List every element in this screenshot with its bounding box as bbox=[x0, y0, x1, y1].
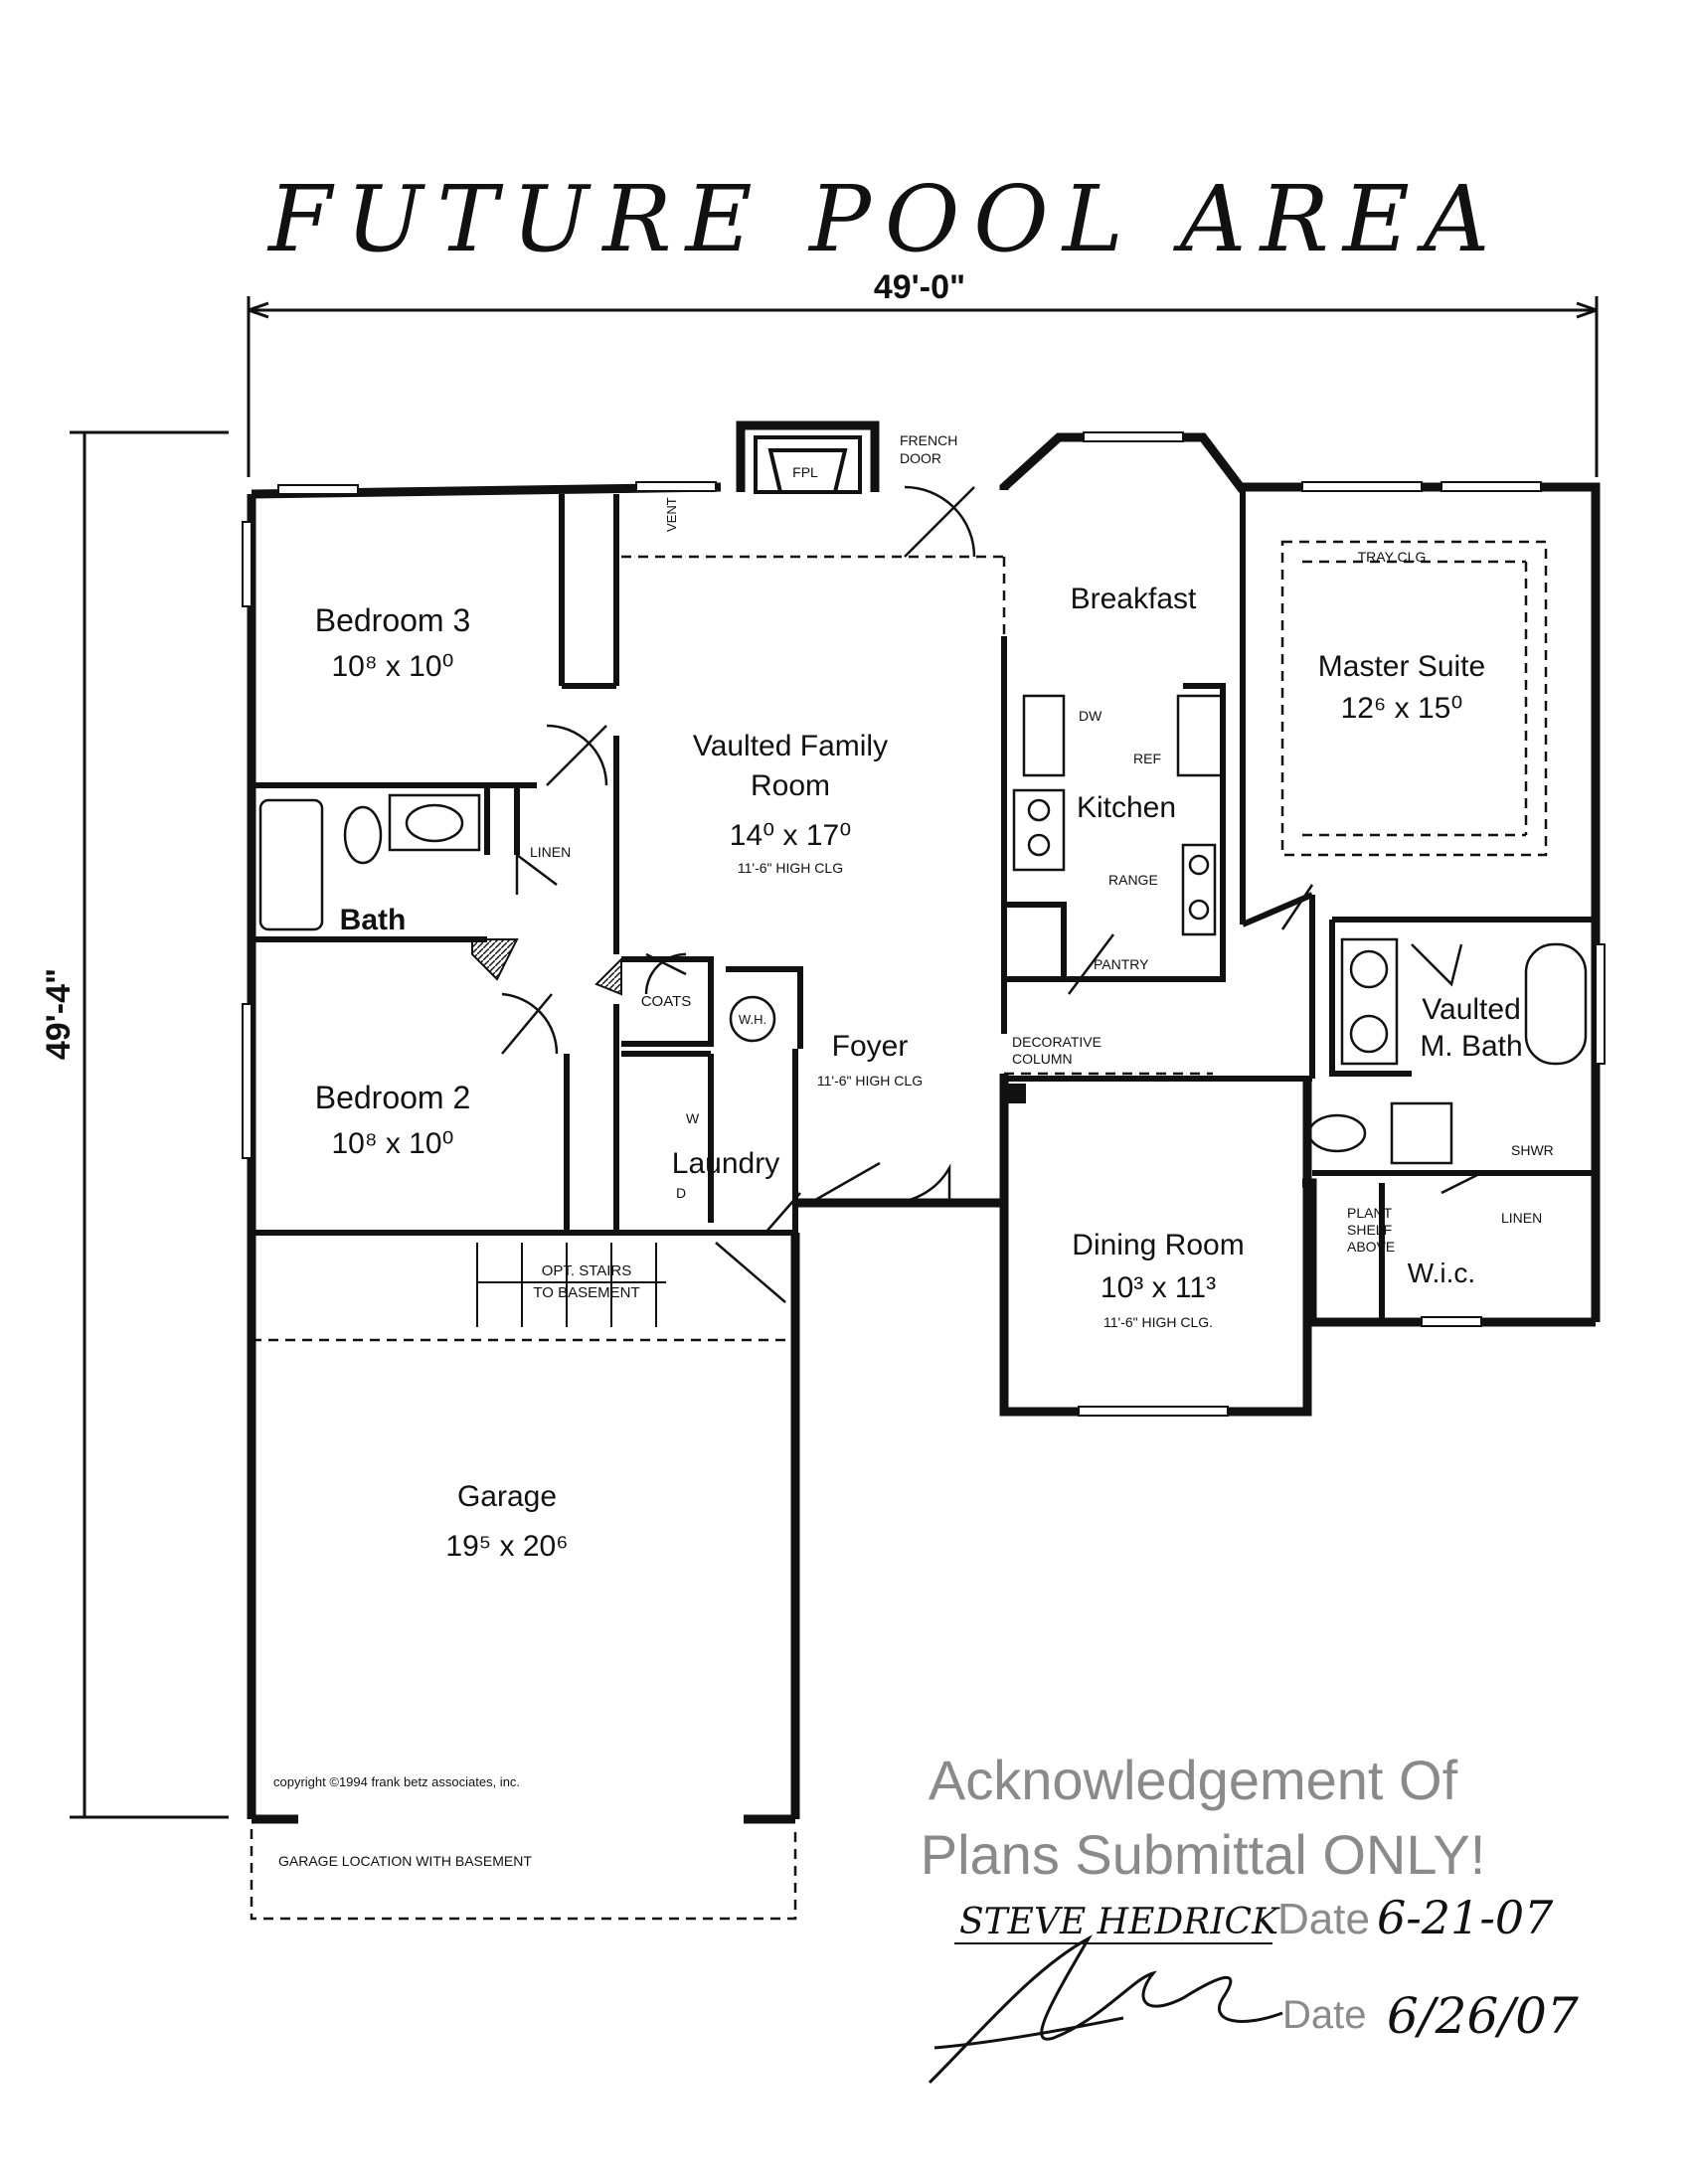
handwritten-signature bbox=[928, 1934, 1283, 2085]
stamp-date-label-2: Date bbox=[1282, 1993, 1367, 2037]
dining-room-ceiling: 11'-6" HIGH CLG. bbox=[1103, 1314, 1213, 1330]
opt-stairs-label-1: OPT. STAIRS bbox=[542, 1262, 632, 1279]
bedroom2-size: 10⁸ x 10⁰ bbox=[331, 1127, 453, 1160]
laundry-dryer-label: D bbox=[676, 1185, 686, 1201]
stamp-line-2: Plans Submittal ONLY! bbox=[921, 1823, 1486, 1886]
decorative-column bbox=[1006, 1084, 1026, 1103]
wic-plant-shelf-2: SHELF bbox=[1347, 1222, 1392, 1238]
dining-room-size: 10³ x 11³ bbox=[1101, 1271, 1216, 1304]
basement-stairs bbox=[476, 1243, 666, 1327]
bath-name: Bath bbox=[340, 904, 407, 936]
master-suite-tray-label: TRAY CLG bbox=[1358, 549, 1427, 565]
bedroom3-size: 10⁸ x 10⁰ bbox=[331, 650, 453, 683]
opt-stairs-label-2: TO BASEMENT bbox=[533, 1284, 639, 1301]
vent-label: VENT bbox=[664, 497, 679, 532]
french-door-label-2: DOOR bbox=[900, 450, 941, 466]
french-door bbox=[904, 485, 976, 558]
stamp-date-2: 6/26/07 bbox=[1387, 1987, 1579, 2045]
depth-dimension-label: 49'-4" bbox=[40, 968, 78, 1060]
stamp-line-1: Acknowledgement Of bbox=[929, 1749, 1458, 1811]
decorative-column-label-1: DECORATIVE bbox=[1012, 1034, 1101, 1050]
interior-walls bbox=[252, 490, 1596, 1322]
family-room-name-1: Vaulted Family bbox=[693, 730, 888, 762]
dining-room-name: Dining Room bbox=[1072, 1229, 1244, 1261]
wic-plant-shelf-3: ABOVE bbox=[1347, 1239, 1395, 1255]
handwritten-title: FUTURE POOL AREA bbox=[266, 166, 1503, 272]
stamp-date-1: 6-21-07 bbox=[1377, 1891, 1554, 1944]
master-bath-linen-label: LINEN bbox=[1501, 1210, 1542, 1226]
family-room-name-2: Room bbox=[751, 769, 830, 802]
kitchen-name: Kitchen bbox=[1077, 791, 1176, 824]
kitchen-dw-label: DW bbox=[1079, 708, 1102, 724]
kitchen-range-label: RANGE bbox=[1108, 872, 1158, 888]
stamp-date-label-1: Date bbox=[1277, 1895, 1370, 1943]
dashed-openings bbox=[250, 540, 1548, 1921]
decorative-column-label-2: COLUMN bbox=[1012, 1051, 1073, 1067]
foyer-name: Foyer bbox=[832, 1030, 909, 1063]
bedroom2-name: Bedroom 2 bbox=[315, 1080, 471, 1115]
laundry-name: Laundry bbox=[672, 1147, 779, 1180]
water-heater-label: W.H. bbox=[739, 1012, 766, 1027]
bedroom3-name: Bedroom 3 bbox=[315, 602, 471, 638]
wic-name: W.i.c. bbox=[1408, 1258, 1475, 1288]
family-room-ceiling: 11'-6" HIGH CLG bbox=[738, 860, 843, 876]
garage-size: 19⁵ x 20⁶ bbox=[445, 1530, 568, 1563]
master-bath-name-1: Vaulted bbox=[1422, 993, 1521, 1026]
laundry-washer-label: W bbox=[686, 1110, 700, 1126]
master-suite-size: 12⁶ x 15⁰ bbox=[1341, 692, 1463, 725]
wic-plant-shelf-1: PLANT bbox=[1347, 1205, 1393, 1221]
breakfast-name: Breakfast bbox=[1071, 583, 1197, 615]
copyright-note: copyright ©1994 frank betz associates, i… bbox=[273, 1774, 520, 1789]
hatched-walls bbox=[471, 938, 622, 996]
kitchen-pantry-label: PANTRY bbox=[1094, 956, 1149, 972]
depth-dimension-line bbox=[70, 430, 229, 1819]
french-door-label-1: FRENCH bbox=[900, 432, 957, 448]
master-suite-name: Master Suite bbox=[1318, 650, 1485, 683]
signer-name-handwritten: STEVE HEDRICK bbox=[959, 1902, 1280, 1942]
kitchen-ref-label: REF bbox=[1133, 751, 1161, 766]
fireplace bbox=[754, 435, 862, 494]
garage-name: Garage bbox=[457, 1480, 557, 1513]
fireplace-label: FPL bbox=[792, 464, 818, 480]
width-dimension-line bbox=[247, 296, 1599, 477]
master-bath-shower-label: SHWR bbox=[1511, 1142, 1554, 1158]
coats-label: COATS bbox=[641, 993, 692, 1010]
width-dimension-label: 49'-0" bbox=[874, 268, 965, 306]
windows bbox=[242, 431, 1606, 1417]
bath-linen-label: LINEN bbox=[530, 844, 571, 860]
bath-fixtures bbox=[258, 694, 1588, 1165]
family-room-size: 14⁰ x 17⁰ bbox=[730, 819, 851, 852]
garage-location-note: GARAGE LOCATION WITH BASEMENT bbox=[278, 1853, 532, 1869]
door-swings bbox=[501, 724, 1482, 1303]
master-bath-name-2: M. Bath bbox=[1420, 1030, 1522, 1063]
foyer-ceiling: 11'-6" HIGH CLG bbox=[817, 1073, 923, 1089]
